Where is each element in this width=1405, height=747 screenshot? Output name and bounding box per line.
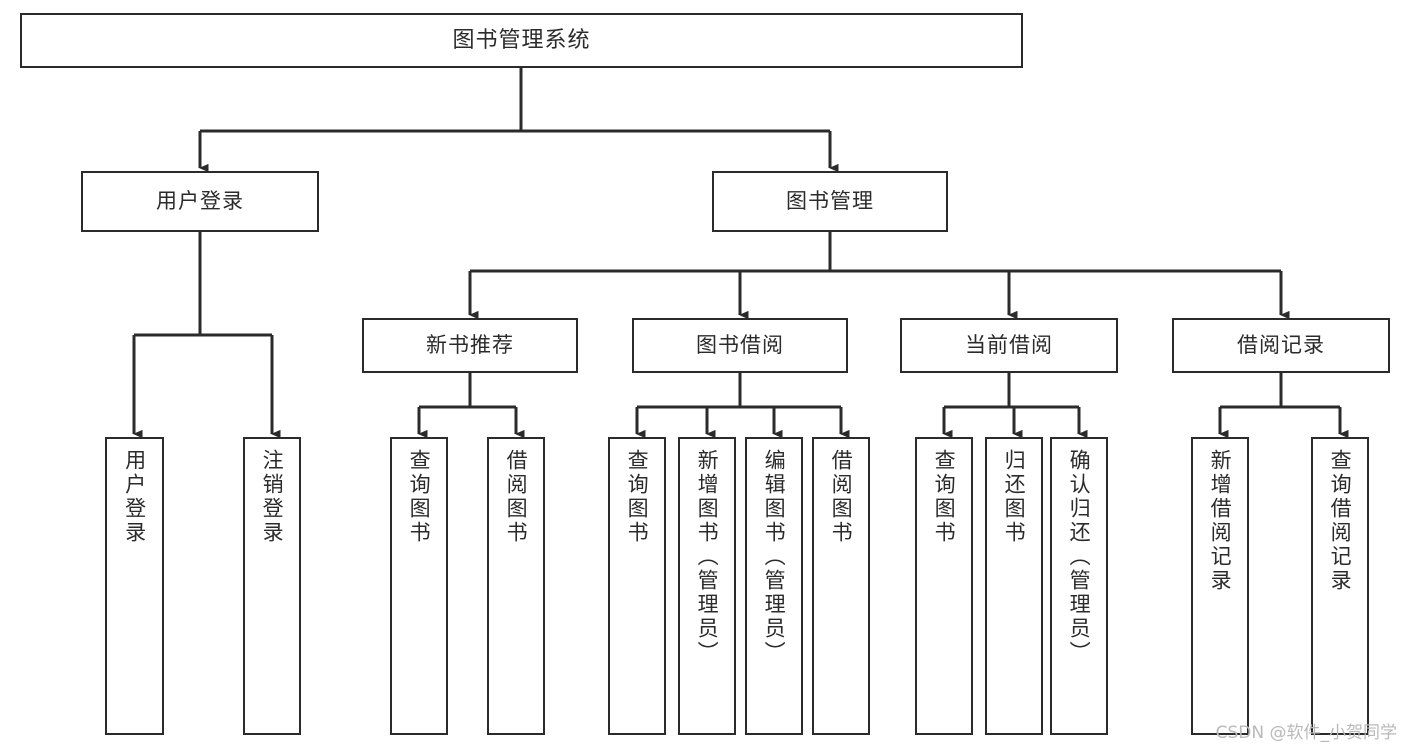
node-leaf-query-record[interactable]: 查询借阅记录	[1311, 437, 1369, 735]
node-user-login[interactable]: 用户登录	[81, 171, 319, 232]
node-leaf-user-logout[interactable]: 注销登录	[243, 437, 301, 735]
node-leaf-return-book-label: 归还图书	[1002, 449, 1027, 545]
node-leaf-user-logout-label: 注销登录	[260, 449, 285, 545]
node-leaf-add-book[interactable]: 新增图书（管理员）	[678, 437, 736, 735]
node-leaf-edit-book[interactable]: 编辑图书（管理员）	[745, 437, 803, 735]
node-leaf-add-book-label: 新增图书（管理员）	[695, 449, 720, 665]
node-root[interactable]: 图书管理系统	[20, 13, 1023, 68]
node-current-borrow[interactable]: 当前借阅	[900, 318, 1118, 373]
node-borrow-record-label: 借阅记录	[1237, 333, 1325, 358]
node-book-borrow-label: 图书借阅	[696, 333, 784, 358]
node-leaf-confirm-return-label: 确认归还（管理员）	[1067, 449, 1092, 665]
node-leaf-add-record-label: 新增借阅记录	[1208, 449, 1233, 593]
node-borrow-record[interactable]: 借阅记录	[1172, 318, 1390, 373]
node-leaf-borrow-book-2[interactable]: 借阅图书	[812, 437, 870, 735]
node-leaf-query-book-3[interactable]: 查询图书	[915, 437, 973, 735]
node-leaf-query-book-1[interactable]: 查询图书	[390, 437, 448, 735]
node-leaf-borrow-book-1[interactable]: 借阅图书	[487, 437, 545, 735]
node-new-book-rec-label: 新书推荐	[426, 333, 514, 358]
node-leaf-borrow-book-2-label: 借阅图书	[829, 449, 854, 545]
node-book-borrow[interactable]: 图书借阅	[632, 318, 848, 373]
node-current-borrow-label: 当前借阅	[965, 333, 1053, 358]
node-user-login-label: 用户登录	[156, 189, 244, 214]
node-leaf-confirm-return[interactable]: 确认归还（管理员）	[1050, 437, 1108, 735]
node-leaf-user-login[interactable]: 用户登录	[105, 437, 164, 735]
node-book-manage-label: 图书管理	[786, 189, 874, 214]
csdn-watermark: CSDN @软件_小贺同学	[1215, 723, 1397, 743]
node-leaf-query-book-2[interactable]: 查询图书	[608, 437, 666, 735]
node-leaf-query-book-2-label: 查询图书	[625, 449, 650, 545]
node-leaf-user-login-label: 用户登录	[122, 449, 147, 545]
node-leaf-borrow-book-1-label: 借阅图书	[504, 449, 529, 545]
node-leaf-add-record[interactable]: 新增借阅记录	[1191, 437, 1249, 735]
node-leaf-return-book[interactable]: 归还图书	[985, 437, 1043, 735]
node-leaf-query-record-label: 查询借阅记录	[1328, 449, 1353, 593]
node-leaf-edit-book-label: 编辑图书（管理员）	[762, 449, 787, 665]
node-root-label: 图书管理系统	[452, 27, 591, 53]
node-leaf-query-book-3-label: 查询图书	[932, 449, 957, 545]
node-book-manage[interactable]: 图书管理	[712, 171, 948, 232]
node-new-book-rec[interactable]: 新书推荐	[362, 318, 578, 373]
node-leaf-query-book-1-label: 查询图书	[407, 449, 432, 545]
